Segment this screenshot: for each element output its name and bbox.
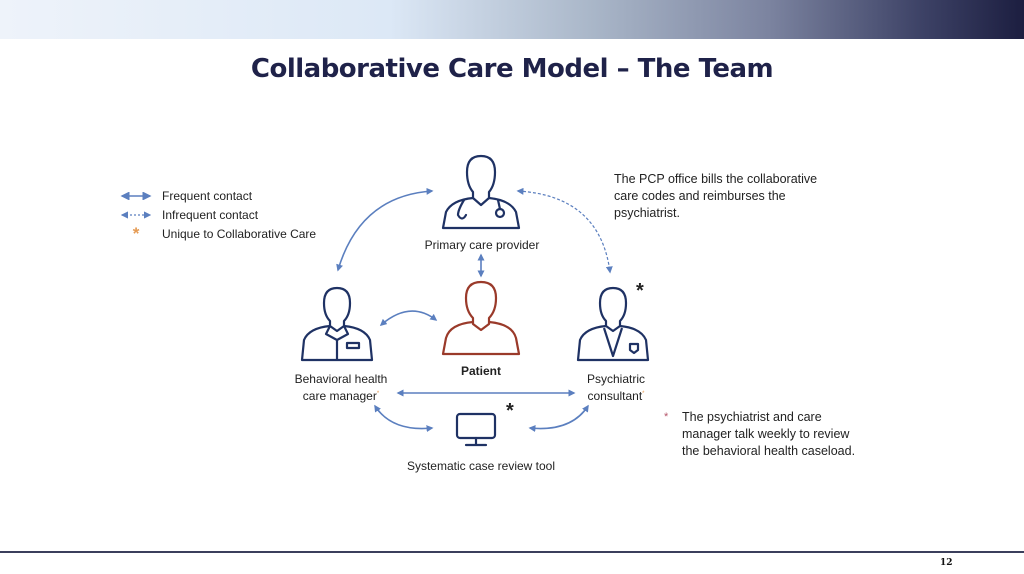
- psych-label: Psychiatric consultant*: [566, 372, 666, 404]
- bhcm-label: Behavioral health care manager*: [276, 372, 406, 404]
- bhcm-label-line2: care manager*: [276, 387, 406, 404]
- arrow-bhcm-tool: [374, 404, 434, 433]
- header-gradient-band: [0, 0, 1024, 39]
- dashed-double-arrow-icon: [118, 210, 154, 219]
- arrow-pcp-bhcm: [336, 187, 434, 272]
- note-line: The psychiatrist and care: [682, 410, 822, 424]
- note-line: the behavioral health caseload.: [682, 444, 856, 458]
- monitor-icon: [455, 412, 497, 447]
- arrow-pcp-psych: [516, 187, 613, 274]
- slide-title: Collaborative Care Model – The Team: [250, 54, 774, 84]
- psych-label-text: consultant: [587, 389, 643, 403]
- legend: Frequent contact Infrequent contact * Un…: [118, 186, 316, 243]
- legend-item-infrequent: Infrequent contact: [118, 205, 316, 224]
- unique-marker-psych: *: [636, 280, 644, 302]
- psych-label-line2: consultant*: [566, 387, 666, 404]
- psych-marker: *: [642, 391, 645, 397]
- legend-label: Unique to Collaborative Care: [162, 226, 317, 241]
- care-manager-icon: [300, 286, 374, 362]
- arrow-psych-tool: [528, 404, 589, 433]
- tool-label: Systematic case review tool: [406, 459, 556, 473]
- unique-marker-tool: *: [506, 400, 514, 422]
- arrow-bhcm-patient: [379, 310, 438, 326]
- note-bullet: *: [664, 411, 669, 423]
- bhcm-marker: *: [376, 391, 380, 397]
- legend-item-unique: * Unique to Collaborative Care: [118, 224, 316, 243]
- pcp-label: Primary care provider: [424, 238, 540, 252]
- bhcm-label-text: care manager: [302, 389, 377, 403]
- legend-label: Infrequent contact: [162, 207, 259, 222]
- legend-item-frequent: Frequent contact: [118, 186, 316, 205]
- person-icon: [441, 280, 521, 356]
- legend-label: Frequent contact: [162, 188, 253, 203]
- note-line: manager talk weekly to review: [682, 427, 850, 441]
- patient-label: Patient: [460, 364, 501, 378]
- doctor-stethoscope-icon: [441, 154, 521, 230]
- solid-double-arrow-icon: [118, 191, 154, 200]
- footer-divider: [0, 551, 1024, 553]
- billing-note: The PCP office bills the collaborative c…: [614, 172, 818, 220]
- bhcm-label-line1: Behavioral health: [294, 372, 388, 386]
- psych-label-line1: Psychiatric: [586, 372, 645, 386]
- weekly-review-note: * The psychiatrist and care manager talk…: [664, 409, 855, 460]
- page-number: 12: [940, 558, 953, 568]
- asterisk-icon: *: [132, 223, 140, 243]
- psychiatrist-icon: [576, 286, 650, 362]
- note-text: The psychiatrist and care manager talk w…: [682, 409, 855, 460]
